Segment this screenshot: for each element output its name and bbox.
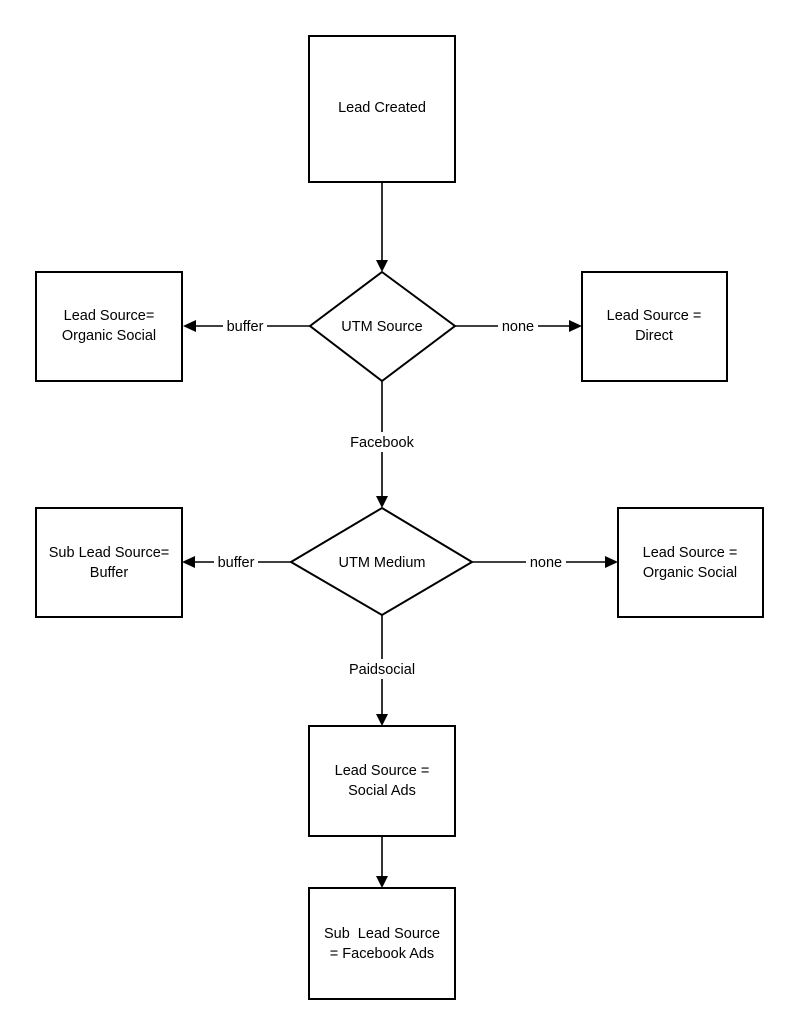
edge-label-none: none — [530, 555, 562, 571]
edge-created-to-utm-source — [376, 182, 388, 272]
edge-label-buffer: buffer — [218, 555, 255, 571]
node-label: Organic Social — [643, 565, 737, 581]
node-label: = Facebook Ads — [330, 946, 434, 962]
node-label: Sub Lead Source= — [49, 545, 170, 561]
node-lead-source-direct: Lead Source = Direct — [581, 271, 728, 382]
decision-utm-medium: UTM Medium — [289, 506, 474, 617]
edge-utm-source-facebook: Facebook — [342, 381, 422, 508]
node-label: Lead Source = — [335, 763, 430, 779]
edge-label-paidsocial: Paidsocial — [349, 662, 415, 678]
decision-label: UTM Source — [341, 319, 422, 335]
edge-label-none: none — [502, 319, 534, 335]
node-label: Lead Source = — [643, 545, 738, 561]
node-label: Sub Lead Source — [324, 926, 440, 942]
node-sub-lead-source-facebook-ads: Sub Lead Source = Facebook Ads — [308, 887, 456, 1000]
node-lead-source-organic-social: Lead Source= Organic Social — [35, 271, 183, 382]
edge-social-ads-to-facebook-ads — [376, 836, 388, 888]
edge-utm-medium-paidsocial: Paidsocial — [340, 615, 424, 726]
decision-label: UTM Medium — [338, 555, 425, 571]
node-label: Lead Created — [338, 100, 426, 116]
node-label: Buffer — [90, 565, 129, 581]
edge-utm-medium-buffer: buffer — [182, 552, 291, 572]
node-label: Organic Social — [62, 328, 156, 344]
edge-utm-source-buffer: buffer — [183, 316, 310, 336]
edge-utm-source-none: none — [455, 316, 582, 336]
node-lead-created: Lead Created — [308, 35, 456, 183]
node-lead-source-social-ads: Lead Source = Social Ads — [308, 725, 456, 837]
node-sub-lead-source-buffer: Sub Lead Source= Buffer — [35, 507, 183, 618]
decision-utm-source: UTM Source — [308, 270, 457, 383]
node-label: Direct — [635, 328, 673, 344]
edge-utm-medium-none: none — [472, 552, 618, 572]
edge-label-facebook: Facebook — [350, 435, 414, 451]
node-label: Lead Source = — [607, 308, 702, 324]
node-label: Lead Source= — [64, 308, 155, 324]
node-lead-source-organic-social-medium: Lead Source = Organic Social — [617, 507, 764, 618]
node-label: Social Ads — [348, 783, 416, 799]
edge-label-buffer: buffer — [227, 319, 264, 335]
